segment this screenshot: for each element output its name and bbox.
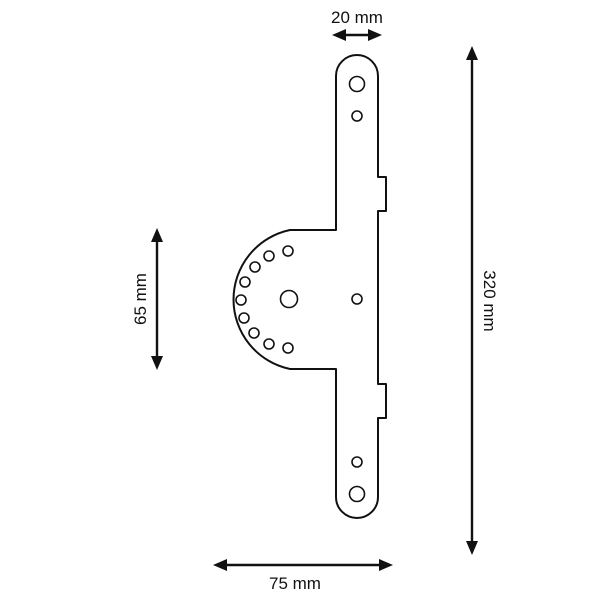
arc-hole xyxy=(238,312,250,324)
arc-hole xyxy=(282,245,294,257)
bottom-hole-large xyxy=(348,485,366,503)
arrowhead-right xyxy=(379,559,393,571)
middle-hole xyxy=(351,293,363,305)
arc-hole xyxy=(248,327,260,339)
arrowhead-left xyxy=(332,29,346,41)
arc-hole xyxy=(263,338,275,350)
dimension-width-top: 20 mm xyxy=(331,8,383,41)
dimension-width-bottom: 75 mm xyxy=(213,559,393,593)
bottom-hole-small xyxy=(351,456,363,468)
arrowhead-left xyxy=(213,559,227,571)
top-hole-small xyxy=(351,110,363,122)
adjustment-holes xyxy=(235,245,294,354)
dimension-label-width-bottom: 75 mm xyxy=(269,574,321,593)
arrowhead-top xyxy=(466,46,478,60)
top-hole-large xyxy=(348,75,366,93)
arrowhead-bottom xyxy=(466,541,478,555)
dimension-label-height-disc: 65 mm xyxy=(131,273,150,325)
arc-hole xyxy=(235,294,247,306)
arrowhead-right xyxy=(368,29,382,41)
bracket-plate-outline xyxy=(232,54,387,519)
pivot-hole xyxy=(279,289,299,309)
dimension-label-width-top: 20 mm xyxy=(331,8,383,27)
dimension-height-total: 320 mm xyxy=(466,46,499,555)
arc-hole xyxy=(239,276,251,288)
arrowhead-top xyxy=(151,228,163,242)
arc-hole xyxy=(249,261,261,273)
dimension-height-disc: 65 mm xyxy=(131,228,163,370)
arc-hole xyxy=(263,250,275,262)
arrowhead-bottom xyxy=(151,356,163,370)
arc-hole xyxy=(282,342,294,354)
dimension-label-height-total: 320 mm xyxy=(480,270,499,331)
